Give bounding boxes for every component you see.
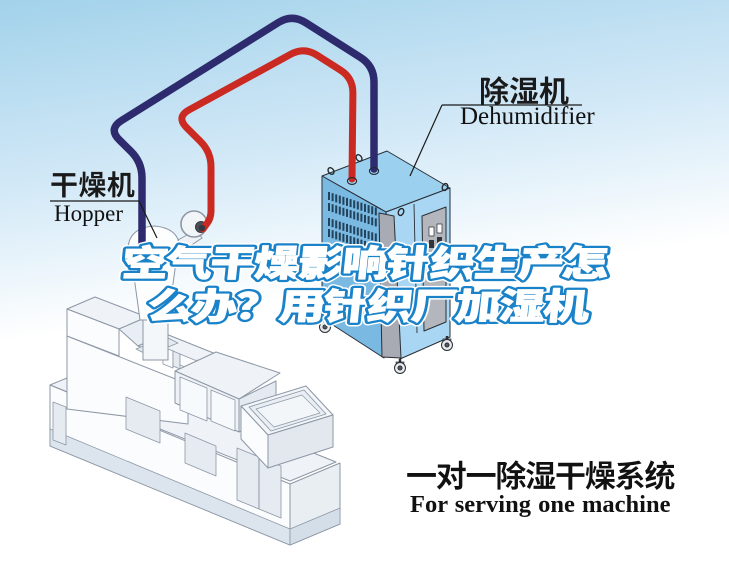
svg-text:For serving one machine: For serving one machine xyxy=(410,491,671,518)
svg-text:Dehumidifier: Dehumidifier xyxy=(460,103,595,130)
svg-text:Hopper: Hopper xyxy=(54,201,123,226)
